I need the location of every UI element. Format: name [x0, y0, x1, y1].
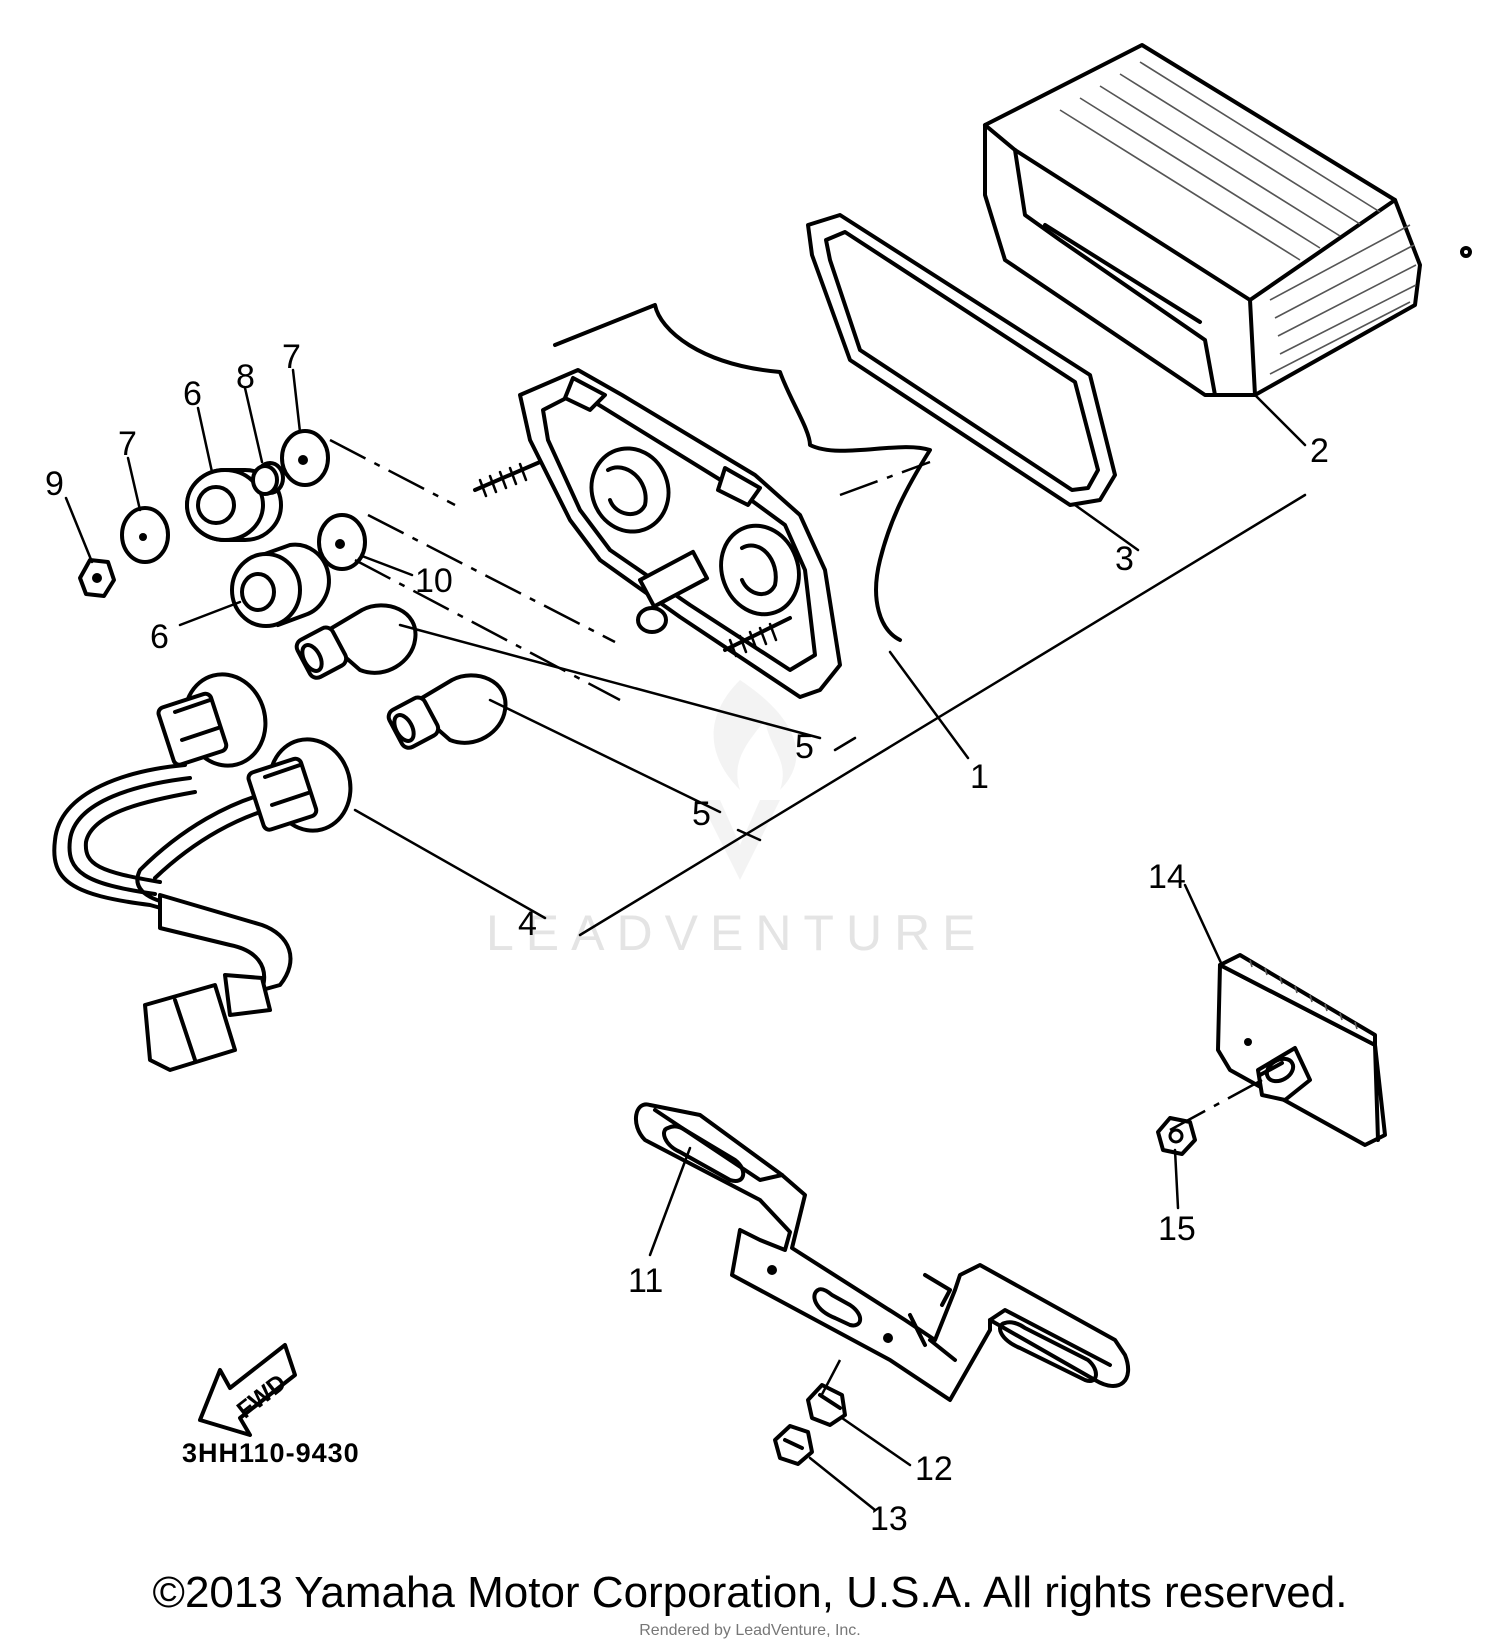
part-gasket: [806, 213, 1117, 507]
callout-labels: 1 2 3 4 5 5 6 6 7 7 8 9 10 11 12 13 14 1…: [45, 338, 1329, 1538]
callout-1: 1: [970, 758, 989, 796]
callout-6-lower: 6: [150, 618, 169, 656]
lens-ribs: [1059, 61, 1417, 375]
part-nut-13: [773, 1424, 814, 1466]
part-grommet-lower: [230, 542, 331, 628]
callout-13: 13: [870, 1500, 908, 1538]
callout-14: 14: [1148, 858, 1186, 896]
leader-lines: [64, 368, 1307, 1512]
part-collar-8: [251, 461, 285, 496]
rendered-by-notice: Rendered by LeadVenture, Inc.: [639, 1622, 861, 1639]
part-washer-10: [317, 513, 367, 571]
callout-15: 15: [1158, 1210, 1196, 1248]
callout-8: 8: [236, 358, 255, 396]
watermark-text: LEADVENTURE: [486, 905, 988, 961]
callout-7-left: 7: [118, 425, 137, 463]
part-bulb-lower: [386, 673, 508, 750]
callout-7-top: 7: [282, 338, 301, 376]
callout-5-upper: 5: [795, 728, 814, 766]
callout-10: 10: [415, 562, 453, 600]
callout-5-lower: 5: [692, 795, 711, 833]
callout-9: 9: [45, 465, 64, 503]
part-bracket: [634, 1102, 1131, 1402]
callout-12: 12: [915, 1450, 953, 1488]
part-license-light: [1216, 953, 1387, 1147]
callout-11: 11: [628, 1262, 663, 1300]
part-grommet-upper: [185, 468, 283, 542]
callout-4: 4: [518, 905, 537, 943]
part-nut-15: [1156, 1116, 1197, 1156]
callout-3: 3: [1115, 540, 1134, 578]
assembly-dash-lines: [329, 438, 1263, 1403]
callout-2: 2: [1310, 432, 1329, 470]
part-socket-harness: [52, 672, 353, 1072]
part-fastener-12: [806, 1383, 847, 1427]
part-washer-top: [280, 429, 330, 487]
watermark-logo: [700, 680, 797, 880]
part-nut-9: [78, 558, 116, 598]
housing-studs: [473, 460, 792, 658]
forward-arrow: FWD: [198, 1343, 297, 1437]
part-lens: [983, 43, 1472, 397]
callout-6-upper: 6: [183, 375, 202, 413]
part-washer-left: [120, 506, 170, 564]
part-code: 3HH110-9430: [182, 1438, 360, 1468]
part-bulb-upper: [294, 603, 418, 680]
part-housing: [473, 303, 932, 699]
copyright-notice: ©2013 Yamaha Motor Corporation, U.S.A. A…: [152, 1568, 1348, 1617]
